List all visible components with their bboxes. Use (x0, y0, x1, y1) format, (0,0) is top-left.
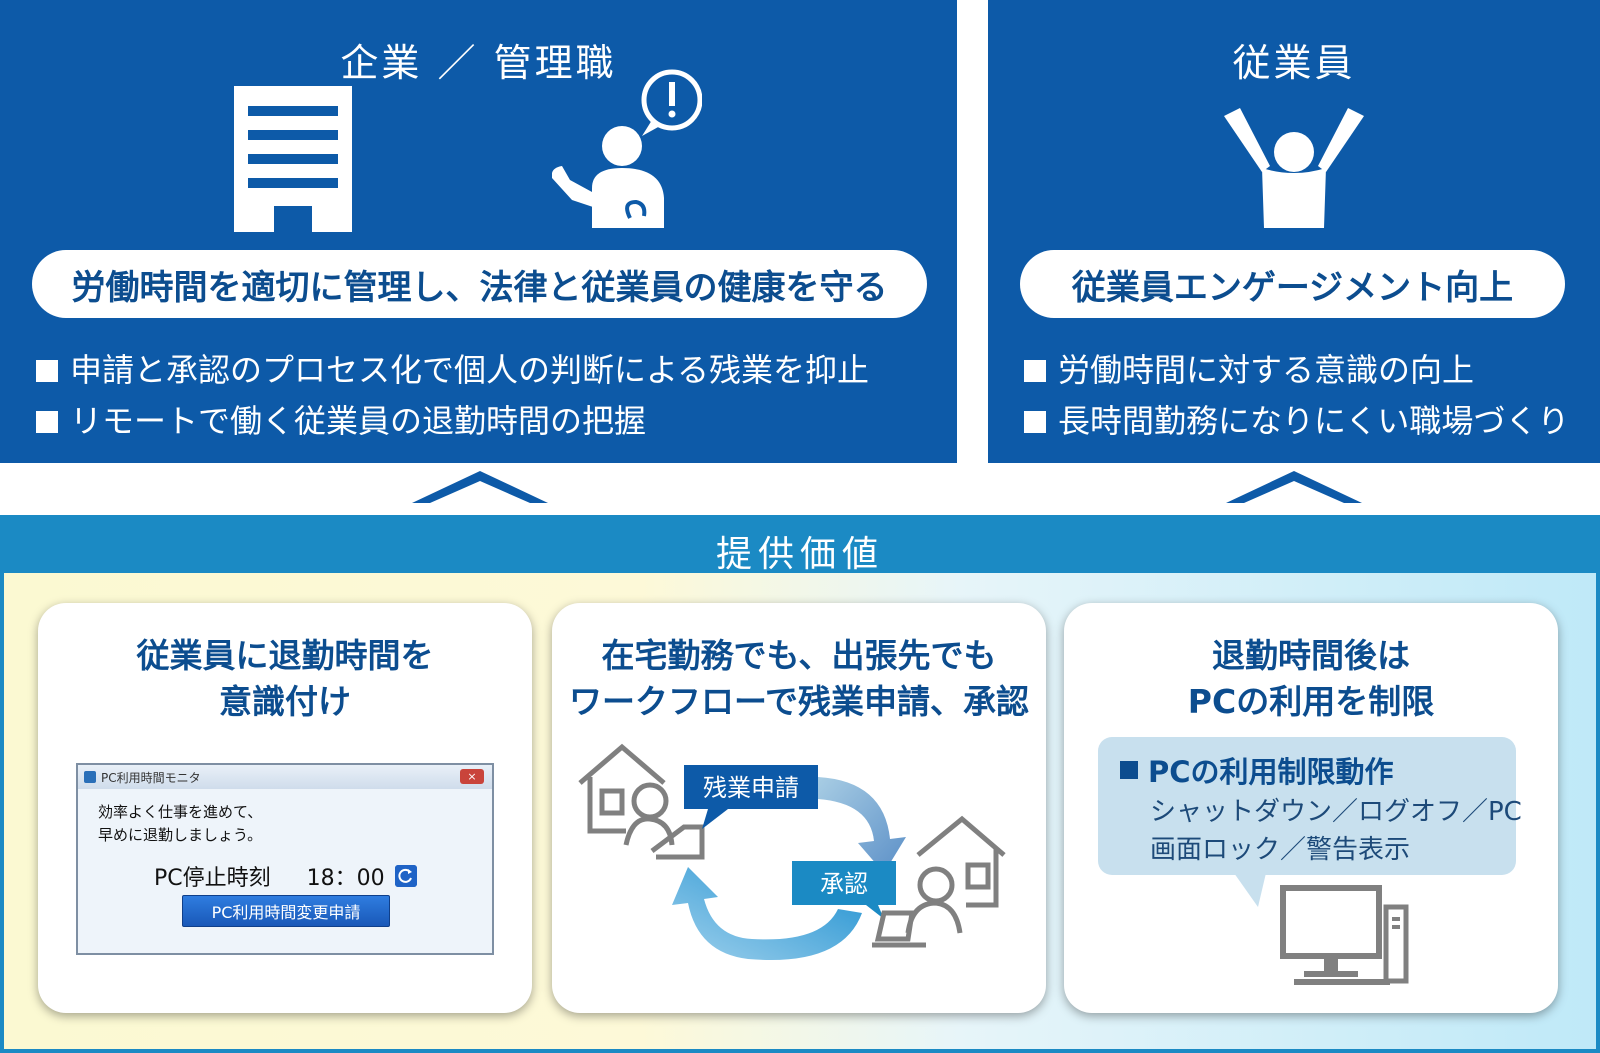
arrow-down-icon (818, 777, 906, 873)
section-title: 提供価値 (715, 534, 884, 575)
square-bullet-icon (1024, 359, 1046, 382)
card-title: 退勤時間後は PCの利用を制限 (1187, 636, 1435, 721)
bullet-item: 申請と承認のプロセス化で個人の判断による残業を抑止 (36, 345, 869, 396)
cheering-person-icon (1224, 108, 1364, 228)
manager-alert-icon (552, 69, 702, 228)
remote-worker-house-icon (578, 743, 705, 860)
desktop-pc-icon (1280, 885, 1409, 985)
card-title: 従業員に退勤時間を 意識付け (136, 636, 434, 721)
square-bullet-icon (1120, 761, 1138, 779)
card-title: 在宅勤務でも、出張先でも ワークフローで残業申請、承認 (568, 636, 1030, 721)
stop-time-row: PC停止時刻 18：00 (154, 860, 417, 892)
stop-time-value: 18：00 (306, 866, 385, 891)
window-titlebar: PC利用時間モニタ (78, 765, 492, 789)
approver-house-icon (872, 815, 1006, 948)
app-logo-icon (84, 771, 96, 783)
approval-label: 承認 (792, 861, 896, 919)
square-bullet-icon (36, 359, 58, 382)
overtime-request-label: 残業申請 (684, 765, 818, 829)
svg-text:残業申請: 残業申請 (703, 774, 799, 802)
bullet-item: 労働時間に対する意識の向上 (1024, 345, 1569, 396)
svg-text:承認: 承認 (820, 870, 868, 898)
callout-tail-icon (1234, 873, 1266, 907)
refresh-icon[interactable] (394, 865, 417, 887)
company-goal-pill: 労働時間を適切に管理し、法律と従業員の健康を守る (32, 250, 927, 318)
close-button[interactable]: × (460, 769, 484, 784)
reminder-message: 効率よく仕事を進めて、 早めに退勤しましょう。 (98, 803, 263, 844)
bullet-item: リモートで働く従業員の退勤時間の把握 (36, 396, 869, 447)
callout-text: シャットダウン／ログオフ／PC (1150, 797, 1522, 827)
pc-usage-monitor-window: PC利用時間モニタ × 効率よく仕事を進めて、 早めに退勤しましょう。 PC停止… (76, 763, 494, 955)
employee-panel: 従業員 従業員エンゲージメント向上 労働時間に対する意識の向上 長時間勤務になり… (988, 0, 1600, 463)
square-bullet-icon (1024, 410, 1046, 433)
workflow-diagram: 残業申請 承認 (578, 743, 1006, 961)
company-manager-panel: 企業 ／ 管理職 労働時間を適切に管理し、法律と従業員の健康を守る 申請と承認の… (0, 0, 957, 463)
bullet-item: 長時間勤務になりにくい職場づくり (1024, 396, 1569, 447)
card-workflow: 在宅勤務でも、出張先でも ワークフローで残業申請、承認 残業申請 (552, 603, 1046, 1013)
company-bullet-list: 申請と承認のプロセス化で個人の判断による残業を抑止 リモートで働く従業員の退勤時… (36, 345, 869, 447)
restriction-callout: PCの利用制限動作 シャットダウン／ログオフ／PC 画面ロック／警告表示 (1098, 737, 1522, 875)
chevron-up-icon (1226, 471, 1362, 503)
panel-title: 従業員 (1232, 41, 1356, 85)
employee-bullet-list: 労働時間に対する意識の向上 長時間勤務になりにくい職場づくり (1024, 345, 1569, 447)
office-building-icon (234, 86, 352, 232)
callout-text: 画面ロック／警告表示 (1150, 835, 1411, 865)
card-awareness: 従業員に退勤時間を 意識付け PC利用時間モニタ × 効率よく仕事を進めて、 早… (38, 603, 532, 1013)
window-title: PC利用時間モニタ (101, 770, 201, 785)
panel-title: 企業 ／ 管理職 (340, 41, 617, 85)
square-bullet-icon (36, 410, 58, 433)
employee-goal-pill: 従業員エンゲージメント向上 (1020, 250, 1565, 318)
change-request-button[interactable]: PC利用時間変更申請 (182, 895, 390, 927)
arrow-up-icon (672, 867, 862, 961)
chevron-up-icon (412, 471, 548, 503)
callout-heading: PCの利用制限動作 (1120, 749, 1394, 791)
card-pc-restriction: 退勤時間後は PCの利用を制限 PCの利用制限動作 シャットダウン／ログオフ／P… (1064, 603, 1558, 1013)
stop-time-label: PC停止時刻 (154, 866, 271, 891)
